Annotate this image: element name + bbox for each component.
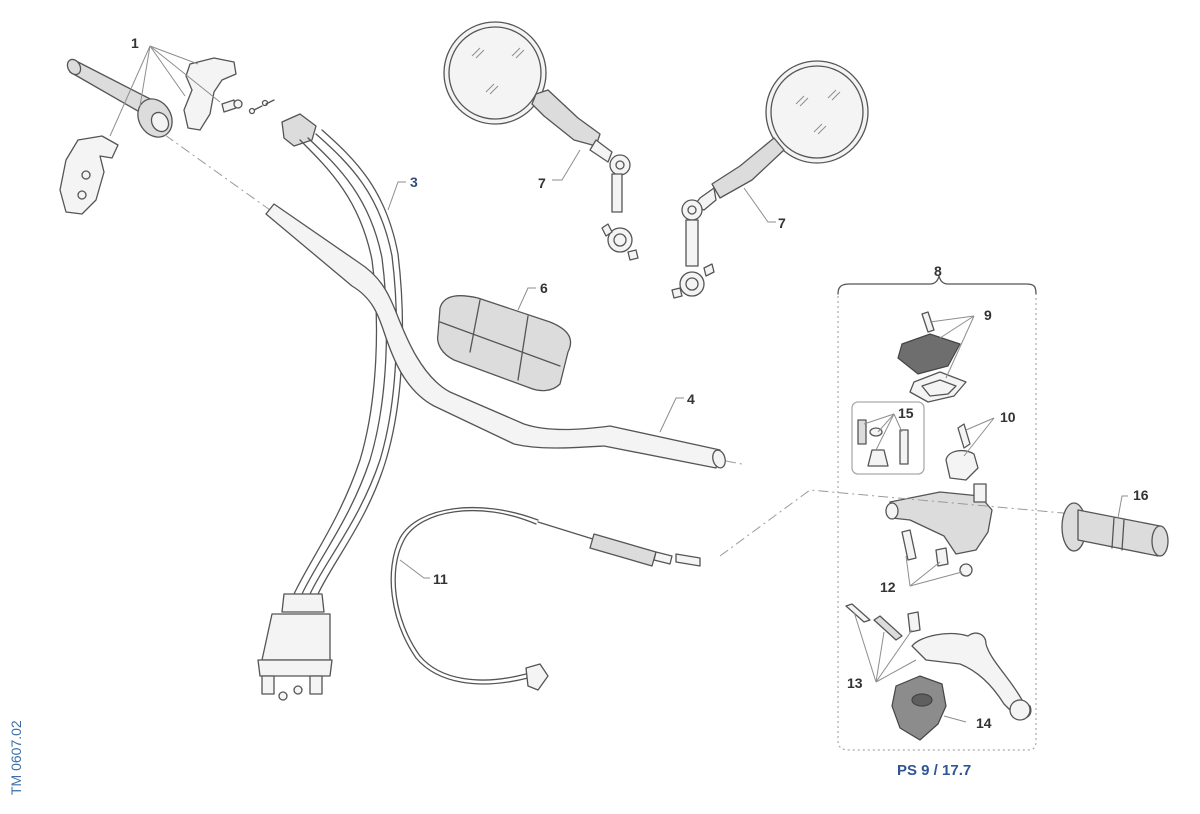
callout-6: 6 [540, 280, 548, 296]
callout-11: 11 [433, 571, 448, 587]
callout-7a-leader [552, 149, 581, 181]
callout-7-left-mirror: 7 [538, 175, 546, 191]
group-boundary [837, 296, 1037, 751]
drawing-reference-code: TM 0607.02 [8, 720, 24, 795]
handlebar-pad [436, 295, 572, 392]
subassembly-page-reference: PS 9 / 17.7 [897, 762, 972, 779]
lever-adjuster [891, 675, 947, 741]
callout-16: 16 [1133, 487, 1149, 503]
reservoir-gasket [909, 371, 967, 403]
callout-9: 9 [984, 307, 992, 323]
callout-7b-leader [743, 187, 776, 223]
right-grip [1061, 502, 1169, 557]
callout-11-leader [399, 559, 430, 579]
group-brace [837, 275, 1037, 295]
handlebar-axis-end [725, 460, 743, 465]
callout-8: 8 [934, 263, 942, 279]
callout-10: 10 [1000, 409, 1016, 425]
callout-14: 14 [976, 715, 992, 731]
right-mirror [671, 60, 869, 299]
brake-master-cylinder-group [837, 275, 1037, 751]
callout-7-right-mirror: 7 [778, 215, 786, 231]
callout-6-leader [517, 287, 536, 311]
handlebar [265, 203, 726, 469]
lower-throttle-housing [59, 135, 119, 215]
reservoir-cap [897, 333, 961, 375]
group-8-leaders [853, 315, 995, 723]
callout-4: 4 [687, 391, 695, 407]
callout-15: 15 [898, 405, 914, 421]
cable-11 [390, 506, 701, 691]
callout-16-leader [1117, 495, 1128, 519]
throttle-cable-junction-block [257, 593, 333, 701]
callout-13: 13 [847, 675, 863, 691]
callout-3: 3 [410, 174, 418, 190]
callout-4-leader [659, 397, 684, 433]
handlebar-clamp [945, 449, 979, 481]
throttle-grip-assembly [59, 57, 243, 215]
callout-1: 1 [131, 35, 139, 51]
callout-3-leader [387, 181, 406, 211]
throttle-cables [248, 99, 404, 595]
callout-12: 12 [880, 579, 896, 595]
callout-1-leaders [109, 45, 221, 137]
left-mirror [443, 21, 639, 261]
brake-lever [911, 632, 1032, 720]
master-cylinder-body [889, 491, 993, 555]
brake-axis-line [719, 489, 1075, 557]
grip-axis-line [164, 134, 271, 211]
